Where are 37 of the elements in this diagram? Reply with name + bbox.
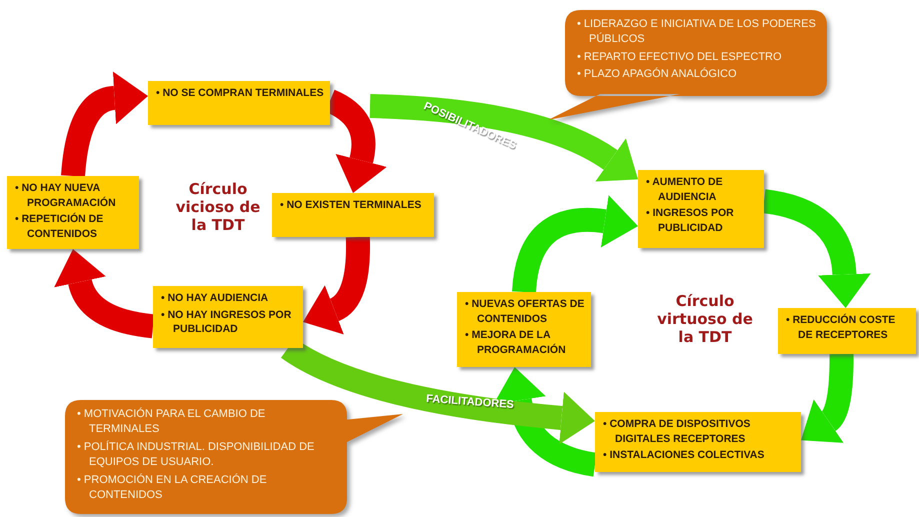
bullet-item: • INSTALACIONES COLECTIVAS	[603, 448, 766, 464]
bullet-item: • NO EXISTEN TERMINALES	[280, 198, 422, 213]
bullet-item: • PLAZO APAGÓN ANALÓGICO	[577, 67, 738, 82]
bullet-item: • INGRESOS POR PUBLICIDAD	[646, 206, 735, 236]
curved-arrow	[494, 367, 598, 477]
process-box	[148, 81, 330, 125]
process-box	[272, 193, 434, 237]
cycle-title: Círculo vicioso de la TDT	[174, 180, 262, 234]
edge-label: FACILITADORES	[426, 392, 514, 412]
bullet-item: • NO HAY NUEVA PROGRAMACIÓN	[15, 181, 117, 210]
bullet-item: • REPARTO EFECTIVO DEL ESPECTRO	[577, 50, 783, 65]
bullet-item: • REDUCCIÓN COSTE DE RECEPTORES	[786, 313, 896, 342]
process-box	[778, 308, 916, 354]
curved-arrow	[762, 189, 871, 308]
bullet-item: • PROMOCIÓN EN LA CREACIÓN DE CONTENIDOS	[77, 472, 268, 503]
process-box	[7, 176, 139, 249]
bullet-item: • COMPRA DE DISPOSITIVOS DIGITALES RECEPTORES	[603, 417, 752, 446]
process-box	[595, 412, 801, 472]
bullet-item: • NO HAY AUDIENCIA	[161, 291, 270, 306]
bullet-item: • MOTIVACIÓN PARA EL CAMBIO DE TERMINALES	[77, 407, 266, 438]
bullet-item: • NUEVAS OFERTAS DE CONTENIDOS	[465, 297, 586, 326]
bullet-item: • MEJORA DE LA PROGRAMACIÓN	[465, 328, 567, 358]
bullet-item: • AUMENTO DE AUDIENCIA	[646, 175, 724, 204]
callout-bubble	[548, 10, 827, 120]
process-box	[457, 292, 591, 367]
cycle-title: Círculo virtuoso de la TDT	[656, 292, 754, 346]
bullet-item: • LIDERAZGO E INICIATIVA DE LOS PODERES PÚBLICOS	[577, 17, 817, 48]
bullet-item: • POLÍTICA INDUSTRIAL. DISPONIBILIDAD DE EQUIPOS DE USUARIO.	[77, 440, 316, 470]
bullet-item: • NO HAY INGRESOS POR PUBLICIDAD	[161, 308, 292, 338]
process-box	[153, 286, 303, 348]
process-box	[638, 170, 764, 248]
curved-arrow	[512, 195, 638, 294]
curved-arrow	[54, 250, 154, 338]
bullet-item: • NO SE COMPRAN TERMINALES	[156, 86, 325, 101]
bullet-item: • REPETICIÓN DE CONTENIDOS	[15, 212, 104, 242]
curved-arrow	[370, 94, 639, 182]
curved-arrow	[61, 72, 148, 178]
